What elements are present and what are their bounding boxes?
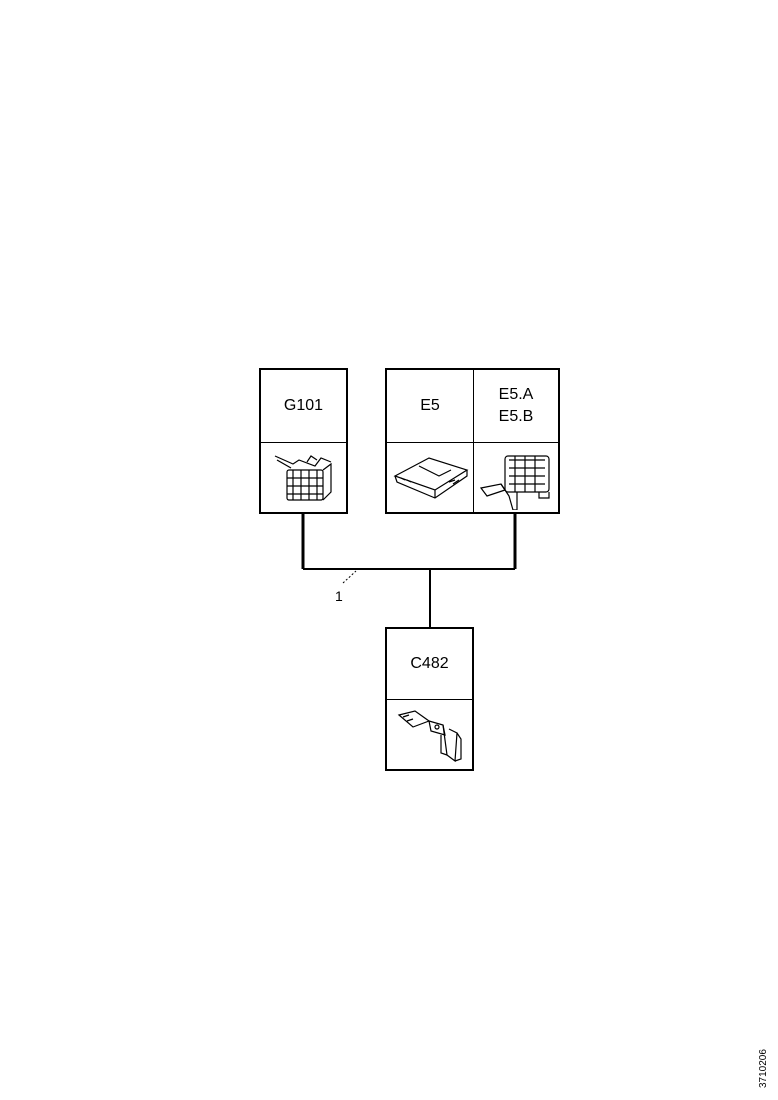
connector-e5ab-label-cell: E5.A E5.B [474,370,558,442]
connector-e5-label-cell: E5 [387,370,473,442]
connector-e5a-label: E5.A [498,386,534,403]
harness-connector-icon [274,455,332,501]
connector-c482-label-cell: C482 [387,629,472,699]
multi-pin-connector-icon [479,455,550,510]
divider [387,442,558,443]
divider [261,442,346,443]
bracket-connector-icon [397,710,462,763]
control-module-icon [393,457,469,499]
callout-number: 1 [335,588,343,604]
connector-e5b-label: E5.B [498,408,534,425]
document-id: 3710206 [758,1049,769,1088]
connector-g101-label-cell: G101 [261,370,346,442]
connector-g101-label: G101 [283,397,324,414]
connector-g101-box: G101 [259,368,348,514]
connector-c482-box: C482 [385,627,474,771]
connector-c482-label: C482 [410,655,449,672]
connector-e5-label: E5 [420,397,440,414]
callout-leader-line [342,570,357,584]
divider [387,699,472,700]
divider [473,370,474,512]
connector-e5-box: E5 E5.A E5.B [385,368,560,514]
